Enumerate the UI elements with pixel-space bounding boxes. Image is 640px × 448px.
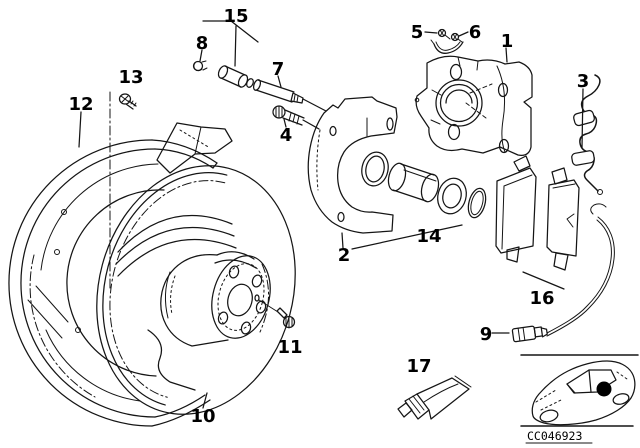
callout-14: 14 [416,226,441,247]
disc-hub [160,251,271,347]
piston-repair-kit [361,151,487,219]
location-dot [596,381,612,397]
shield-bolt [118,93,137,110]
piston [387,162,440,203]
guide-bolt-4 [272,105,305,126]
wheel-bolt-hole [255,300,267,314]
set-screw-hole [254,294,260,302]
brake-pad-outer [546,167,580,271]
callout-12: 12 [68,94,93,115]
sensor-lead-clips [571,74,603,195]
piston-seal [361,151,389,187]
callout-8: 8 [196,33,209,54]
guide-pin-bore [386,117,394,131]
callout-9: 9 [480,324,493,345]
callout-labels: 1 2 3 4 5 6 7 8 9 10 11 12 13 14 15 16 1… [68,6,589,427]
brake-disc [96,165,296,415]
brake-pads [495,155,580,271]
diagram-code: CC046923 [527,429,582,443]
bracket-hole [497,82,509,98]
callout-7: 7 [272,59,285,80]
wheel-bolt-hole [217,311,229,325]
wear-sensor [511,203,615,343]
callout-6: 6 [469,22,482,43]
disc-set-screw [258,299,296,329]
caliper-carrier [307,96,398,234]
guide-pin-kit [192,60,305,126]
wheel-bolt-hole [240,321,252,335]
brake-caliper [414,55,533,156]
wheel-bolt-hole [251,274,263,288]
callout-2: 2 [338,245,351,266]
dust-boot [437,177,467,215]
brake-pad-inner [495,155,537,263]
mount-hole [447,123,461,141]
callout-11: 11 [277,337,302,358]
bracket-hole [498,138,510,154]
caliper-bore [435,79,483,127]
callout-13: 13 [118,67,143,88]
guide-pin-7 [252,79,304,104]
wheel-bolt-hole [228,265,240,279]
callout-10: 10 [190,406,215,427]
leader-lines [78,20,584,409]
grease-tube [397,375,472,420]
callout-15: 15 [223,6,248,27]
mount-hole [449,63,463,81]
callout-5: 5 [411,22,424,43]
car-outline [531,360,636,426]
callout-3: 3 [577,71,590,92]
clip-8 [192,60,208,72]
callout-1: 1 [501,31,514,52]
shield-mount-bracket [156,122,233,174]
callout-4: 4 [280,125,293,146]
retaining-spring [433,41,464,54]
hub-center-bore [227,283,253,317]
retaining-ring [467,187,487,219]
callout-16: 16 [529,288,554,309]
car-locator-inset: CC046923 [520,354,639,444]
screw-6 [450,32,460,42]
dust-shield [8,91,237,427]
screw-5 [437,28,447,38]
guide-bushing-15 [217,65,254,88]
caliper-screw-set [430,28,464,54]
callout-17: 17 [406,356,431,377]
